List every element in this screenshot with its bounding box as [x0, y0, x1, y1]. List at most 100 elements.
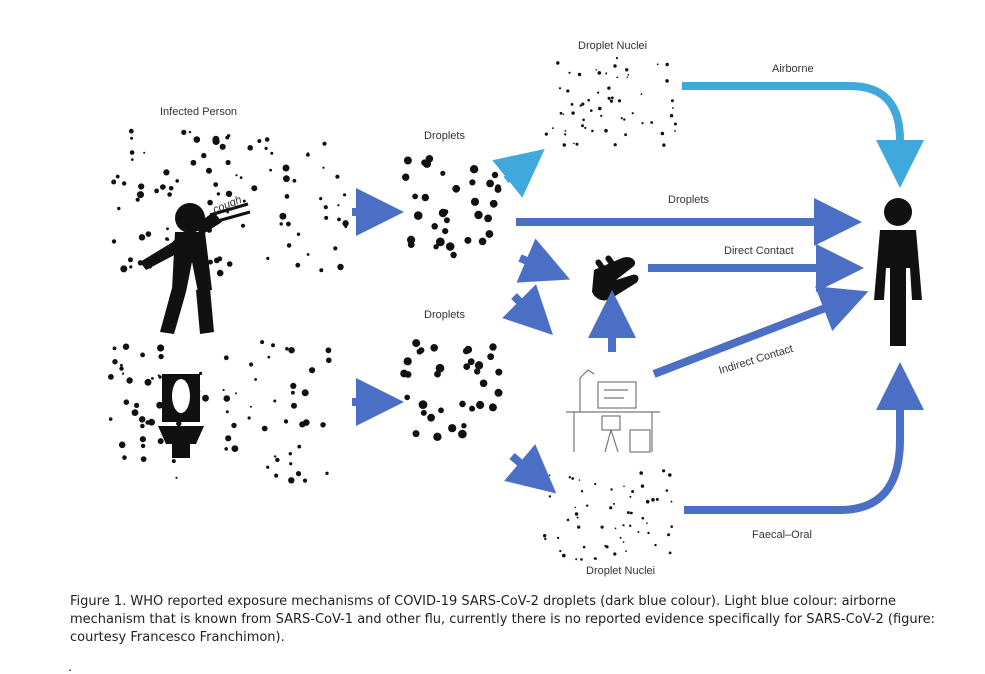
droplet-dot — [274, 455, 277, 458]
droplet-dot — [306, 152, 310, 157]
droplet-dot — [464, 236, 472, 244]
droplet-dot — [264, 137, 270, 142]
droplet-dot — [438, 208, 448, 218]
droplet-dot — [319, 268, 324, 273]
droplet-dot — [249, 362, 254, 367]
droplet-dot — [309, 367, 316, 374]
droplet-dot — [590, 109, 593, 112]
droplet-dot — [266, 465, 270, 469]
droplet-dot — [556, 61, 560, 65]
droplet-dot — [593, 557, 597, 560]
droplet-dot — [235, 174, 238, 177]
droplet-dot — [135, 197, 140, 202]
droplet-dot — [630, 511, 633, 515]
droplet-dot — [614, 527, 617, 530]
droplet-dot — [586, 504, 589, 507]
droplet-dot — [128, 257, 133, 263]
droplet-dot — [581, 124, 584, 128]
droplet-dot — [254, 378, 257, 381]
transmission-arrows — [352, 188, 924, 514]
droplet-dot — [176, 420, 182, 427]
droplet-dot — [128, 128, 134, 134]
droplet-dot — [670, 500, 673, 503]
droplet-dot — [665, 62, 669, 67]
droplet-dot — [119, 366, 124, 371]
droplet-dot — [188, 130, 192, 134]
droplet-dot — [431, 223, 439, 230]
droplet-dot — [122, 372, 125, 375]
droplet-dot — [302, 478, 308, 483]
droplet-dot — [568, 476, 571, 479]
droplet-dot — [131, 158, 134, 161]
droplet-dot — [641, 516, 645, 520]
droplet-dot — [559, 111, 563, 115]
droplet-dot — [144, 378, 152, 386]
droplet-dot — [624, 133, 627, 137]
droplet-dot — [607, 96, 611, 100]
droplet-dot — [140, 443, 146, 449]
droplet-dot — [594, 482, 597, 486]
droplet-dot — [495, 368, 503, 376]
droplet-dot — [117, 206, 121, 211]
droplet-dot — [295, 471, 302, 477]
droplet-dot — [261, 425, 268, 432]
droplet-dot — [247, 145, 253, 151]
droplet-dot — [181, 129, 187, 135]
droplet-dot — [562, 553, 566, 558]
droplet-dot — [575, 558, 578, 561]
droplet-dot — [494, 388, 503, 397]
droplet-dot — [619, 536, 622, 539]
droplet-dot — [622, 541, 625, 543]
droplet-dot — [571, 477, 575, 480]
bullet-mark: . — [68, 658, 72, 674]
droplet-dot — [609, 99, 614, 103]
droplet-dot — [604, 128, 608, 133]
droplet-dot — [207, 259, 213, 265]
droplet-dot — [673, 122, 677, 126]
droplet-dot — [435, 363, 445, 373]
droplet-dot — [600, 525, 604, 529]
droplet-dot — [148, 418, 156, 426]
droplet-dot — [574, 512, 579, 516]
droplet-dot — [122, 455, 127, 460]
droplet-dot — [626, 511, 630, 515]
hand-icon — [592, 255, 639, 301]
droplet-dot — [333, 246, 338, 251]
droplet-dot — [404, 394, 411, 401]
droplet-dot — [625, 68, 629, 72]
droplet-dot — [665, 79, 669, 83]
droplet-dot — [544, 537, 547, 541]
droplet-dot — [412, 430, 420, 438]
droplet-dot — [478, 237, 487, 246]
droplet-dot — [306, 253, 310, 256]
droplet-dot — [548, 474, 551, 477]
droplet-dot — [129, 265, 133, 269]
droplet-dot — [543, 534, 547, 538]
droplet-dot — [213, 182, 219, 188]
droplet-dot — [291, 390, 295, 395]
droplet-dot — [275, 457, 280, 463]
droplet-dot — [578, 479, 581, 481]
droplet-dot — [543, 468, 547, 472]
droplet-dot — [489, 199, 498, 208]
droplet-dot — [544, 132, 548, 136]
droplet-dot — [631, 112, 634, 115]
droplet-dot — [225, 190, 233, 197]
droplet-dot — [548, 495, 552, 498]
droplet-dot — [296, 232, 301, 236]
droplet-dot — [279, 222, 283, 226]
droplet-dot — [637, 531, 640, 533]
droplet-dot — [344, 225, 348, 229]
droplet-dot — [641, 122, 644, 125]
arrow-droplets-to-hand — [516, 238, 571, 283]
droplet-dot — [438, 407, 444, 414]
droplet-dot — [485, 230, 494, 238]
droplet-dot — [656, 63, 659, 66]
arrow-droplets-to-surfaces — [502, 284, 553, 335]
droplet-dot — [213, 257, 220, 264]
droplet-dot — [242, 199, 246, 203]
droplet-dot — [325, 471, 329, 475]
droplet-dot — [212, 135, 220, 143]
droplet-dot — [605, 72, 608, 75]
droplet-dot — [158, 375, 162, 379]
